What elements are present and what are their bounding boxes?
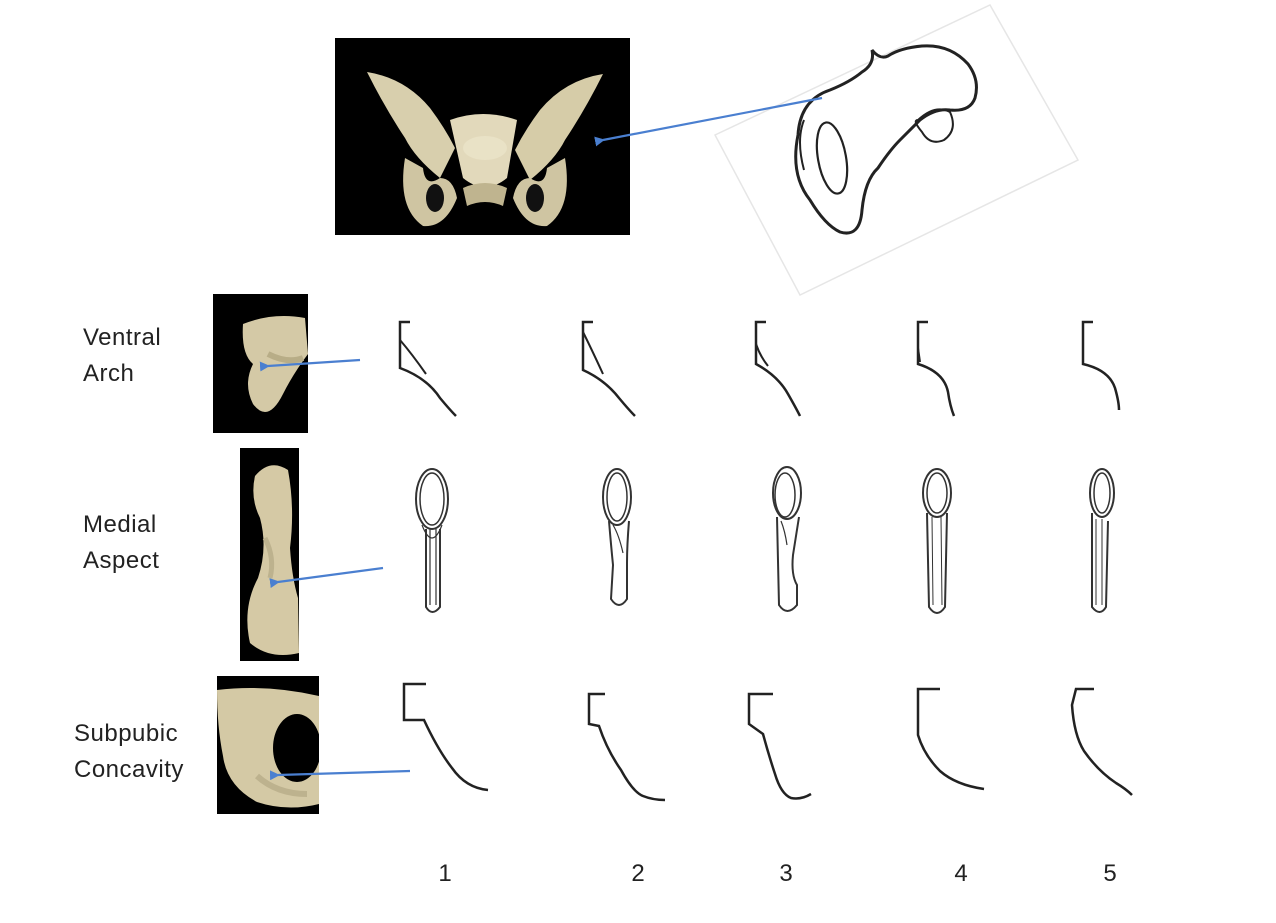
row-label-line: Concavity: [74, 752, 184, 788]
ventral-arch-outline-4: [910, 318, 985, 418]
row-label-line: Subpubic: [74, 716, 184, 752]
row-label-line: Arch: [83, 356, 161, 392]
subpubic-concavity-outline-5: [1068, 685, 1143, 805]
row-label-subpubic-concavity: Subpubic Concavity: [74, 716, 184, 788]
medial-aspect-outline-1: [410, 465, 455, 620]
subpubic-concavity-photo: [217, 676, 319, 814]
medial-aspect-outline-5: [1080, 465, 1125, 620]
ventral-arch-outline-5: [1075, 318, 1150, 418]
row-label-line: Medial: [83, 507, 159, 543]
subpubic-concavity-outline-3: [743, 690, 823, 810]
subpubic-concavity-outline-4: [910, 685, 995, 805]
score-label-4: 4: [941, 860, 981, 888]
subpubic-concavity-outline-2: [583, 690, 673, 810]
row-label-line: Ventral: [83, 320, 161, 356]
ventral-arch-outline-1: [392, 318, 467, 418]
score-label-1: 1: [425, 860, 465, 888]
row-label-ventral-arch: Ventral Arch: [83, 320, 161, 392]
medial-aspect-outline-4: [915, 465, 960, 620]
subpubic-concavity-outline-1: [396, 680, 496, 800]
score-label-5: 5: [1090, 860, 1130, 888]
score-label-2: 2: [618, 860, 658, 888]
pelvis-photo: [335, 38, 630, 235]
score-label-3: 3: [766, 860, 806, 888]
ventral-arch-outline-3: [748, 318, 823, 418]
medial-aspect-outline-3: [765, 465, 810, 620]
innominate-outline-drawing: [700, 0, 1090, 300]
ventral-arch-outline-2: [575, 318, 650, 418]
medial-aspect-photo: [240, 448, 299, 661]
row-label-line: Aspect: [83, 543, 159, 579]
ventral-arch-photo: [213, 294, 308, 433]
medial-aspect-outline-2: [597, 465, 642, 620]
row-label-medial-aspect: Medial Aspect: [83, 507, 159, 579]
